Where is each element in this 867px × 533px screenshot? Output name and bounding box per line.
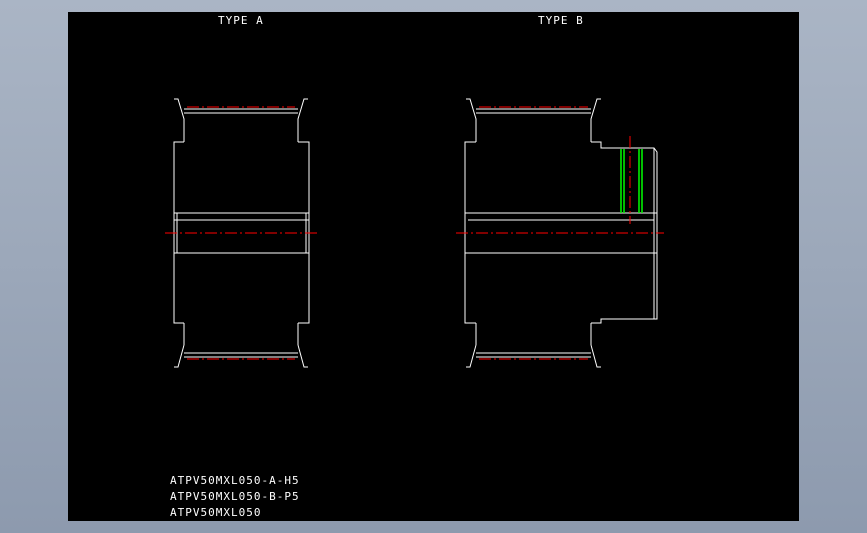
part-number-3: ATPV50MXL050 bbox=[170, 506, 262, 519]
type-b-bottom-flange-left bbox=[466, 344, 477, 368]
type-b-bottom-flange-right bbox=[590, 344, 601, 368]
cad-drawing bbox=[165, 98, 664, 368]
type-b-top-flange-right bbox=[590, 98, 601, 142]
part-number-list: ATPV50MXL050-A-H5 ATPV50MXL050-B-P5 ATPV… bbox=[170, 473, 300, 521]
type-a-bottom-flange-right bbox=[297, 344, 308, 368]
type-b-centerlines bbox=[456, 106, 664, 360]
part-number-2: ATPV50MXL050-B-P5 bbox=[170, 490, 300, 503]
type-b-hub bbox=[591, 141, 658, 324]
type-a-centerlines bbox=[165, 106, 318, 360]
type-a-top-flange-left bbox=[174, 98, 185, 142]
type-a-bottom-flange-left bbox=[174, 344, 185, 368]
type-a-title: TYPE A bbox=[218, 14, 264, 27]
drawing-canvas[interactable]: TYPE A TYPE B ATPV50MXL050-A-H5 ATPV50MX… bbox=[68, 12, 799, 521]
type-b-title: TYPE B bbox=[538, 14, 584, 27]
type-b-setscrew-groove bbox=[620, 149, 643, 213]
type-a-top-flange-right bbox=[297, 98, 308, 142]
part-number-1: ATPV50MXL050-A-H5 bbox=[170, 474, 300, 487]
type-b-top-flange-left bbox=[466, 98, 477, 142]
